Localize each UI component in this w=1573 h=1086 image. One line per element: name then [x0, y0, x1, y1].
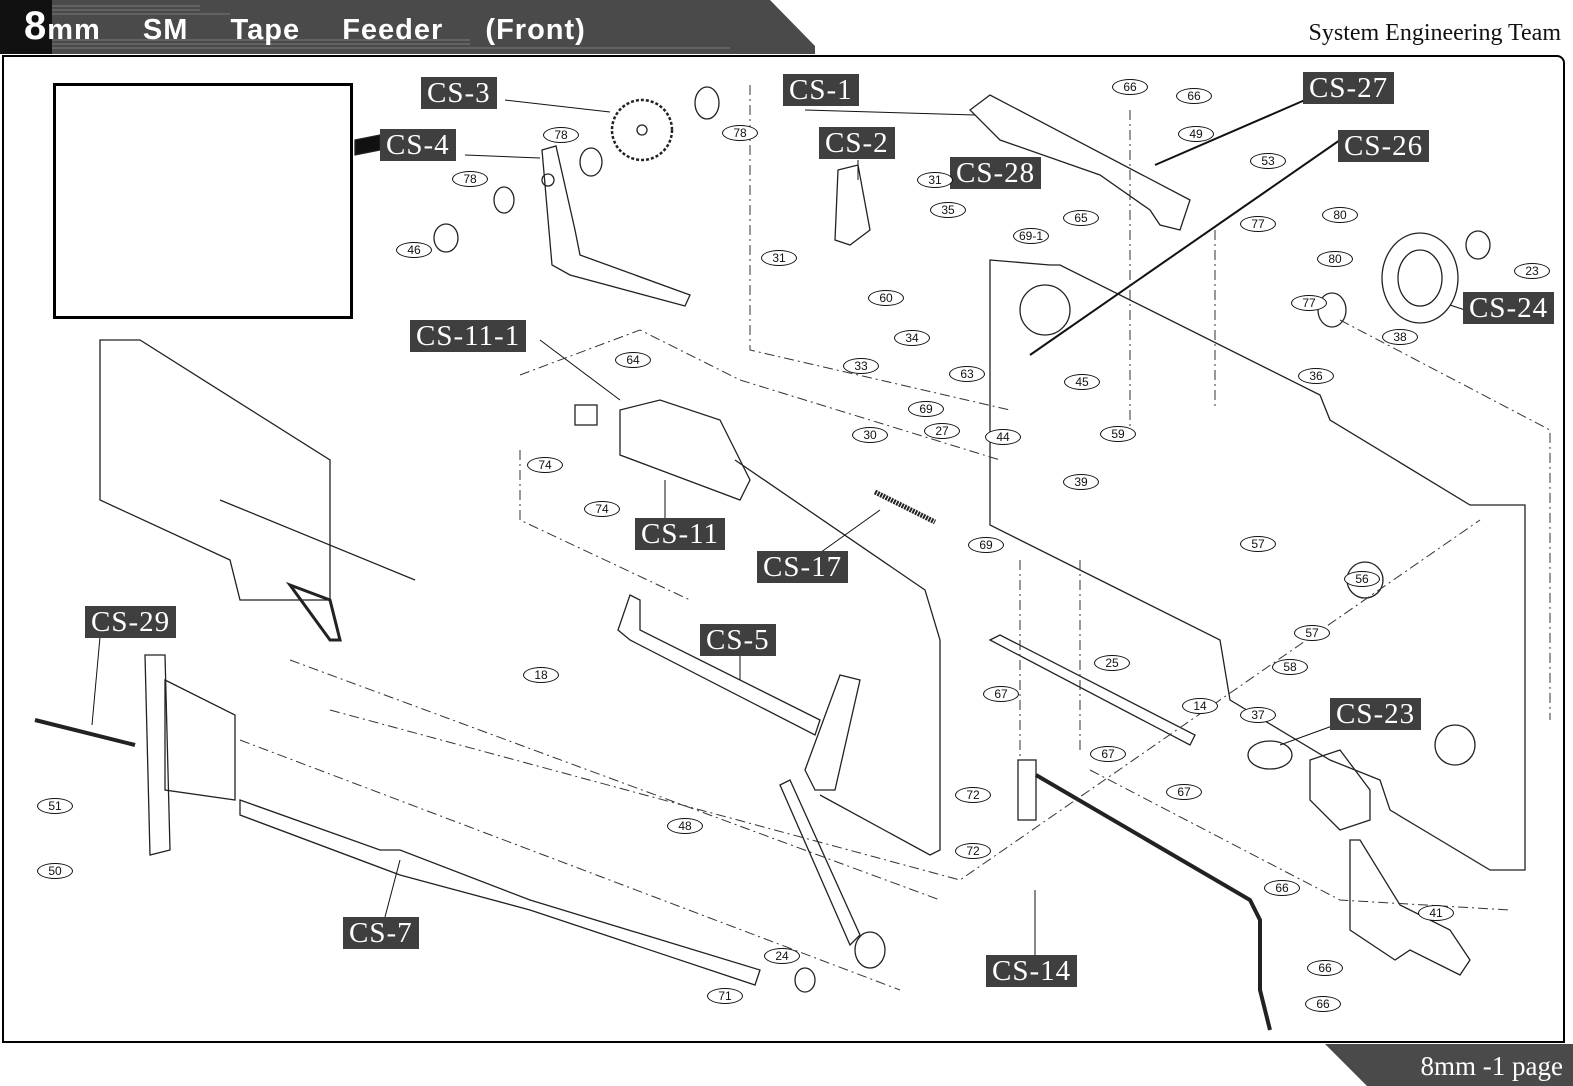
- callout-cs1: CS-1: [783, 74, 859, 106]
- part-number: 63: [949, 366, 985, 382]
- part-number: 74: [584, 501, 620, 517]
- callout-cs17: CS-17: [757, 551, 849, 583]
- part-number: 64: [615, 352, 651, 368]
- callout-cs5: CS-5: [700, 624, 776, 656]
- part-number: 48: [667, 818, 703, 834]
- part-number: 57: [1240, 536, 1276, 552]
- callout-cs11: CS-11: [635, 518, 726, 550]
- part-number: 53: [1250, 153, 1286, 169]
- part-number: 71: [707, 988, 743, 1004]
- header-banner: 8mm SM Tape Feeder (Front): [0, 0, 815, 54]
- part-number: 60: [868, 290, 904, 306]
- part-number: 39: [1063, 474, 1099, 490]
- part-number: 78: [452, 171, 488, 187]
- part-number: 80: [1322, 207, 1358, 223]
- part-number: 31: [917, 172, 953, 188]
- part-number: 67: [1090, 746, 1126, 762]
- part-number: 66: [1305, 996, 1341, 1012]
- callout-cs28: CS-28: [950, 157, 1042, 189]
- part-number: 46: [396, 242, 432, 258]
- part-number: 72: [955, 787, 991, 803]
- part-number: 69-1: [1013, 228, 1049, 244]
- callout-cs3: CS-3: [421, 77, 497, 109]
- part-number: 33: [843, 358, 879, 374]
- part-number: 66: [1176, 88, 1212, 104]
- part-number: 74: [527, 457, 563, 473]
- part-number: 27: [924, 423, 960, 439]
- part-number: 38: [1382, 329, 1418, 345]
- part-number: 24: [764, 948, 800, 964]
- callout-cs23: CS-23: [1330, 698, 1422, 730]
- part-number: 37: [1240, 707, 1276, 723]
- part-number: 77: [1291, 295, 1327, 311]
- part-number: 67: [1166, 784, 1202, 800]
- part-number: 49: [1178, 126, 1214, 142]
- part-number: 41: [1418, 905, 1454, 921]
- callout-cs24: CS-24: [1463, 292, 1555, 324]
- part-number: 25: [1094, 655, 1130, 671]
- page-title: 8mm SM Tape Feeder (Front): [24, 6, 586, 47]
- part-number: 66: [1112, 79, 1148, 95]
- part-number: 35: [930, 202, 966, 218]
- callout-cs14: CS-14: [986, 955, 1078, 987]
- part-number: 36: [1298, 368, 1334, 384]
- part-number: 30: [852, 427, 888, 443]
- callout-cs29: CS-29: [85, 606, 177, 638]
- part-number: 66: [1264, 880, 1300, 896]
- team-label: System Engineering Team: [1308, 20, 1562, 46]
- part-number: 66: [1307, 960, 1343, 976]
- part-number: 67: [983, 686, 1019, 702]
- part-number: 56: [1344, 571, 1380, 587]
- callout-cs26: CS-26: [1338, 130, 1430, 162]
- part-number: 59: [1100, 426, 1136, 442]
- title-rest: mm SM Tape Feeder (Front): [47, 14, 586, 46]
- part-number: 78: [543, 127, 579, 143]
- part-number: 44: [985, 429, 1021, 445]
- part-number: 31: [761, 250, 797, 266]
- part-number: 69: [968, 537, 1004, 553]
- diagram-frame: [2, 55, 1565, 1043]
- callout-cs7: CS-7: [343, 917, 419, 949]
- part-number: 23: [1514, 263, 1550, 279]
- part-number: 45: [1064, 374, 1100, 390]
- part-number: 69: [908, 401, 944, 417]
- callout-cs27: CS-27: [1303, 72, 1395, 104]
- part-number: 57: [1294, 625, 1330, 641]
- footer-background: [1325, 1044, 1573, 1086]
- part-number: 51: [37, 798, 73, 814]
- callout-cs4: CS-4: [380, 129, 456, 161]
- part-number: 77: [1240, 216, 1276, 232]
- part-number: 58: [1272, 659, 1308, 675]
- part-number: 80: [1317, 251, 1353, 267]
- banner-background: [0, 0, 815, 54]
- part-number: 34: [894, 330, 930, 346]
- callout-cs2: CS-2: [819, 127, 895, 159]
- part-number: 65: [1063, 210, 1099, 226]
- footer-tab: 8mm -1 page: [1325, 1044, 1573, 1086]
- part-number: 78: [722, 125, 758, 141]
- part-number: 50: [37, 863, 73, 879]
- callout-cs11-1: CS-11-1: [410, 320, 527, 352]
- part-number: 14: [1182, 698, 1218, 714]
- part-number: 18: [523, 667, 559, 683]
- detail-inset: [53, 83, 353, 319]
- part-number: 72: [955, 843, 991, 859]
- title-lead: 8: [24, 4, 48, 48]
- page-label: 8mm -1 page: [1420, 1051, 1563, 1081]
